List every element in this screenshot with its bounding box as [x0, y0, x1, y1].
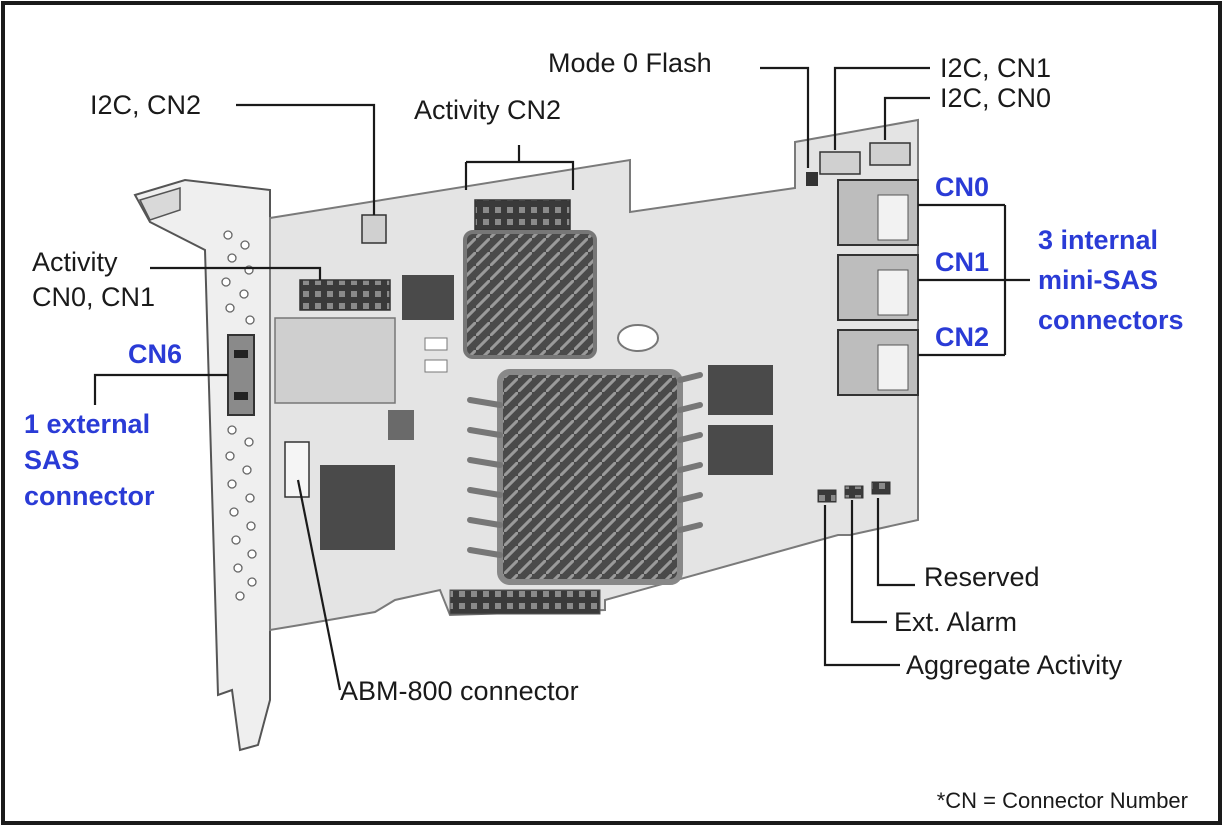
abm-800-connector-part — [284, 441, 310, 498]
label-external-line1: 1 external — [24, 409, 150, 439]
i2c-cn1-connector — [819, 151, 861, 175]
label-cn2: CN2 — [935, 322, 989, 352]
label-external-line3: connector — [24, 481, 155, 511]
label-internal-line1: 3 internal — [1038, 225, 1158, 255]
mounting-bracket — [133, 178, 271, 752]
label-activity-line1: Activity — [32, 247, 118, 277]
mode0-flash-jumper — [806, 172, 818, 186]
large-heat-sink — [497, 369, 683, 585]
label-external-line2: SAS — [24, 445, 80, 475]
card-illustration — [133, 118, 919, 752]
label-cn6: CN6 — [128, 339, 182, 369]
label-abm-800-connector: ABM-800 connector — [340, 676, 579, 706]
leader-lines — [93, 66, 1030, 691]
label-aggregate-activity: Aggregate Activity — [906, 650, 1123, 680]
label-cn0: CN0 — [935, 172, 989, 202]
label-i2c-cn0: I2C, CN0 — [940, 83, 1051, 113]
label-ext-alarm: Ext. Alarm — [894, 607, 1017, 637]
activity-cn2-header — [474, 199, 571, 231]
pcie-fingers — [449, 589, 601, 615]
i2c-cn2-connector — [361, 214, 387, 244]
label-internal-line3: connectors — [1038, 305, 1184, 335]
label-activity-cn2: Activity CN2 — [414, 95, 561, 125]
internal-mini-sas-connectors — [837, 179, 919, 396]
label-internal-line2: mini-SAS — [1038, 265, 1158, 295]
activity-cn0-cn1-header — [299, 279, 391, 311]
label-mode0-flash: Mode 0 Flash — [548, 48, 712, 78]
label-i2c-cn2: I2C, CN2 — [90, 90, 201, 120]
label-activity-line2: CN0, CN1 — [32, 282, 155, 312]
external-sas-port — [227, 334, 255, 416]
label-i2c-cn1: I2C, CN1 — [940, 53, 1051, 83]
bracket-vent-holes — [221, 230, 257, 601]
footnote: *CN = Connector Number — [937, 788, 1188, 813]
i2c-cn0-connector — [869, 142, 911, 166]
small-heat-sink — [463, 230, 597, 359]
label-reserved: Reserved — [924, 562, 1040, 592]
label-cn1: CN1 — [935, 247, 989, 277]
